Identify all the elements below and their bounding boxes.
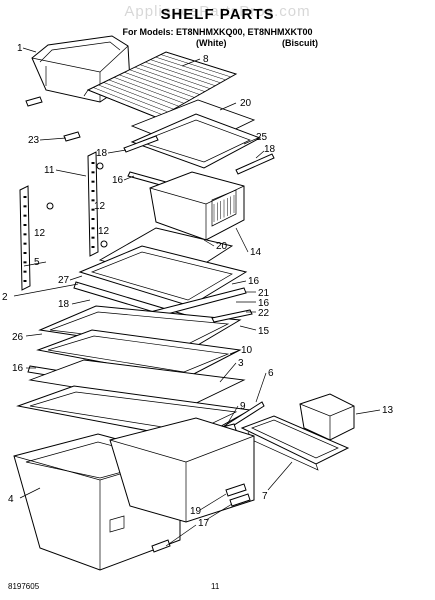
callout-4: 4 xyxy=(8,494,14,505)
color-biscuit-label: (Biscuit) xyxy=(282,38,318,48)
callout-12: 12 xyxy=(94,201,106,212)
diagram-title: SHELF PARTS xyxy=(160,6,275,23)
callout-25: 25 xyxy=(256,132,268,143)
callout-11: 11 xyxy=(44,165,55,176)
callout-1: 1 xyxy=(17,43,23,54)
callout-16: 16 xyxy=(112,175,124,186)
doc-number: 8197605 xyxy=(8,582,40,591)
leader-lines xyxy=(13,47,381,547)
callout-22: 22 xyxy=(258,308,270,319)
part-23-supports xyxy=(25,96,81,142)
part-7-slide-tray xyxy=(240,415,350,471)
part-8-wire-shelf xyxy=(83,51,238,125)
callout-14: 14 xyxy=(250,247,262,258)
callout-18: 18 xyxy=(264,144,276,155)
callout-7: 7 xyxy=(262,491,268,502)
callout-6: 6 xyxy=(268,368,274,379)
callout-2: 2 xyxy=(2,292,8,303)
part-11-vertical-rail xyxy=(87,151,99,257)
callout-16: 16 xyxy=(248,276,260,287)
part-13-door-bin xyxy=(299,393,355,441)
callout-3: 3 xyxy=(238,358,244,369)
callout-20: 20 xyxy=(240,98,252,109)
page-number: 11 xyxy=(211,582,220,591)
part-14-drawer xyxy=(149,171,245,241)
callout-13: 13 xyxy=(382,405,394,416)
callout-20: 20 xyxy=(216,241,228,252)
callout-19: 19 xyxy=(190,506,202,517)
models-label: For Models: ET8NHMXKQ00, ET8NHMXKT00 xyxy=(122,27,313,37)
color-white-label: (White) xyxy=(196,38,227,48)
callout-10: 10 xyxy=(241,345,253,356)
part-5-vertical-rail xyxy=(19,185,31,291)
callout-8: 8 xyxy=(203,54,209,65)
callout-26: 26 xyxy=(12,332,24,343)
callout-15: 15 xyxy=(258,326,270,337)
callout-5: 5 xyxy=(34,257,40,268)
callout-21: 21 xyxy=(258,288,270,299)
part-17-19-clips xyxy=(151,483,251,553)
callout-16: 16 xyxy=(258,298,270,309)
callout-27: 27 xyxy=(58,275,70,286)
callout-16: 16 xyxy=(12,363,24,374)
callout-23: 23 xyxy=(28,135,40,146)
callout-18: 18 xyxy=(58,299,70,310)
watermark: AppliancePartsPros.com xyxy=(124,3,311,20)
callout-9: 9 xyxy=(240,401,246,412)
part-12-clips xyxy=(46,162,108,248)
part-25-frame xyxy=(123,113,275,175)
part-crisper-right xyxy=(109,417,255,523)
callout-18: 18 xyxy=(96,148,108,159)
callout-12: 12 xyxy=(98,226,110,237)
callout-12: 12 xyxy=(34,228,46,239)
callout-17: 17 xyxy=(198,518,210,529)
